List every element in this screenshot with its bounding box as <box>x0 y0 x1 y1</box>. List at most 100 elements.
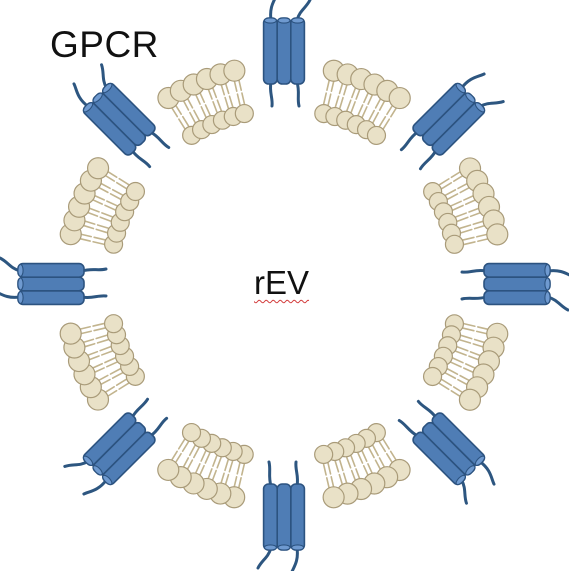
lipid-tail <box>106 170 118 178</box>
lipid-tail <box>374 97 382 109</box>
lipid-tail <box>385 453 394 464</box>
lipid-tail <box>447 193 459 200</box>
receptor-helix-cap <box>544 277 551 291</box>
lipid-tail <box>338 473 344 486</box>
lipid-tail <box>339 96 344 109</box>
lipid-tail <box>355 87 361 100</box>
receptor-intracellular-loop <box>399 130 420 152</box>
lipid-tail <box>216 456 222 469</box>
lipid-tail <box>390 106 398 118</box>
lipid-tail <box>438 178 450 186</box>
lipid-tail <box>450 361 462 368</box>
lipid-tail <box>86 350 99 357</box>
lipid-tail <box>325 477 331 490</box>
lipid-tail <box>361 106 368 118</box>
receptor-helix <box>483 262 551 279</box>
lipid-tail <box>446 368 459 376</box>
lipid-tail <box>450 390 462 398</box>
receptor-helix-cap <box>102 474 113 486</box>
phospholipid-icon <box>444 223 509 254</box>
lipid-head-inner <box>234 103 254 124</box>
lipid-tail <box>233 79 238 92</box>
receptor-helix-cap <box>92 92 103 103</box>
lipid-tail <box>93 236 106 241</box>
gpcr-receptor-icon <box>72 63 171 169</box>
lipid-tail <box>224 459 229 472</box>
lipid-tail <box>97 374 109 382</box>
lipid-tail <box>181 115 190 127</box>
lipid-tail <box>204 104 211 116</box>
lipid-tail <box>477 326 490 331</box>
lipid-tail <box>472 220 485 226</box>
lipid-tail <box>204 452 211 464</box>
lipid-tail <box>97 186 109 194</box>
receptor-helix-cap <box>474 455 486 466</box>
lipid-tail <box>212 101 218 113</box>
lipid-tail <box>468 355 481 361</box>
receptor-helix <box>17 276 85 292</box>
lipid-tail <box>101 350 113 356</box>
receptor-helix-cap <box>82 455 94 466</box>
lipid-bilayer <box>59 59 509 509</box>
lipid-tail <box>233 475 238 489</box>
lipid-tail <box>475 330 489 335</box>
receptor-helix-cap <box>82 102 94 113</box>
receptor-c-terminus <box>130 397 150 420</box>
lipid-tail <box>351 86 357 99</box>
receptor-extracellular-loop <box>256 546 273 570</box>
receptor-helix-cap <box>17 263 24 277</box>
lipid-head-inner <box>103 314 124 334</box>
receptor-helix <box>290 17 306 85</box>
lipid-tail <box>378 99 386 111</box>
lipid-tail <box>111 372 124 379</box>
lipid-tail <box>322 463 327 476</box>
lipid-tail <box>211 469 217 482</box>
gpcr-receptor-icon <box>262 0 312 108</box>
lipid-tail <box>368 447 375 459</box>
receptor-c-terminus <box>267 460 273 488</box>
title-label: GPCR <box>50 24 159 65</box>
lipid-tail <box>207 468 213 481</box>
receptor-helix-cap <box>291 17 305 24</box>
receptor-helix-cap <box>102 82 113 94</box>
lipid-tail <box>170 106 179 118</box>
lipid-head-outer <box>59 322 82 345</box>
lipid-tail <box>96 224 109 229</box>
lipid-tail <box>343 83 348 96</box>
lipid-tail <box>106 389 118 398</box>
receptor-intracellular-loop <box>294 460 300 488</box>
receptor-c-terminus <box>397 418 420 438</box>
receptor-helix <box>289 483 306 551</box>
phospholipid-icon <box>195 438 232 501</box>
phospholipid-icon <box>223 444 254 509</box>
lipid-tail <box>193 109 200 121</box>
lipid-tail <box>462 236 475 241</box>
receptor-intracellular-loop <box>460 268 488 274</box>
lipid-tail <box>367 93 374 105</box>
lipid-tail <box>452 204 464 211</box>
lipid-tail <box>456 346 469 352</box>
gpcr-receptor-icon <box>63 397 169 496</box>
lipid-tail <box>186 459 194 471</box>
lipid-tail <box>469 351 482 357</box>
lipid-tail <box>198 464 205 477</box>
receptor-c-terminus <box>418 148 438 171</box>
lipid-tail <box>382 118 391 130</box>
lipid-tail <box>389 450 398 462</box>
receptor-helix-cap <box>92 465 103 476</box>
receptor-helix-cap <box>17 277 24 291</box>
lipid-tail <box>109 192 122 200</box>
lipid-tail <box>459 224 472 230</box>
lipid-head-inner <box>125 181 146 202</box>
lipid-tail <box>186 97 194 109</box>
lipid-tail <box>104 204 116 211</box>
receptor-helix-cap <box>465 92 476 103</box>
lipid-tail <box>99 216 112 222</box>
lipid-tail <box>228 95 234 108</box>
lipid-tail <box>189 111 196 124</box>
receptor-n-terminus <box>82 478 109 496</box>
lipid-tail <box>224 473 230 486</box>
lipid-tail <box>220 83 226 96</box>
